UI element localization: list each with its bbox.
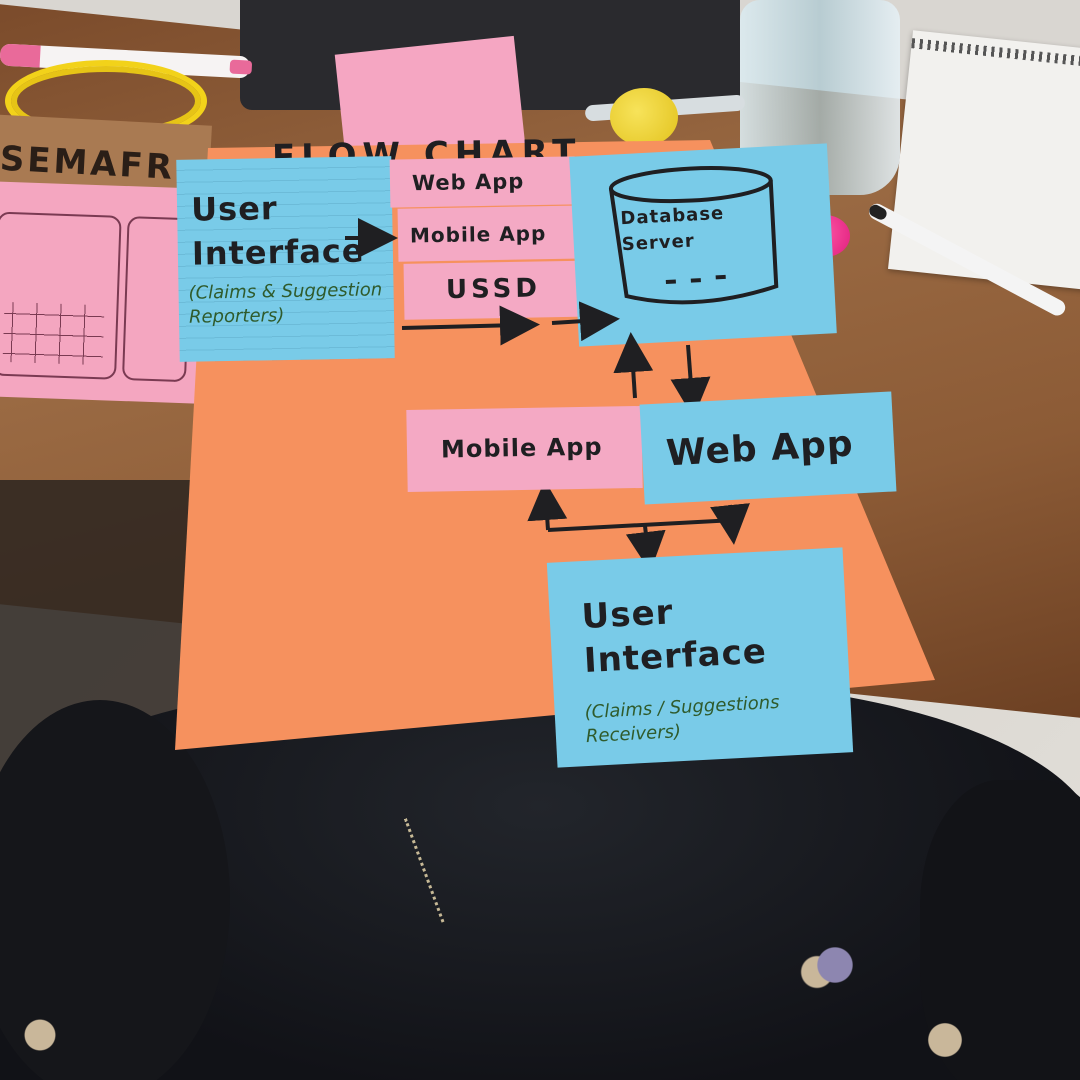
- embroidery-flower-3: [0, 1000, 80, 1070]
- embroidery-flower-2: [900, 1010, 990, 1070]
- receiver-ui-note: User Interface (Claims / Suggestions Rec…: [546, 547, 854, 768]
- mobile-app-note: Mobile App: [406, 405, 643, 493]
- web-app-note: Web App: [639, 391, 897, 505]
- database-cylinder-icon: [608, 166, 779, 305]
- receiver-ui-subtitle: (Claims / Suggestions Receivers): [584, 691, 781, 748]
- mobile-app-label: Mobile App: [440, 432, 603, 464]
- arrow-db-webapp-up: [613, 332, 654, 399]
- arrow-ui-to-db: [401, 301, 620, 346]
- receiver-ui-title: User Interface: [580, 592, 768, 682]
- embroidery-flower-1: [790, 930, 880, 1000]
- database-server-note: Database Server: [569, 143, 837, 347]
- web-app-label: Web App: [665, 423, 855, 475]
- arrow-db-webapp-down: [670, 344, 711, 418]
- arrow-apps-to-receiver: [527, 480, 750, 572]
- yellow-pompom: [610, 88, 678, 146]
